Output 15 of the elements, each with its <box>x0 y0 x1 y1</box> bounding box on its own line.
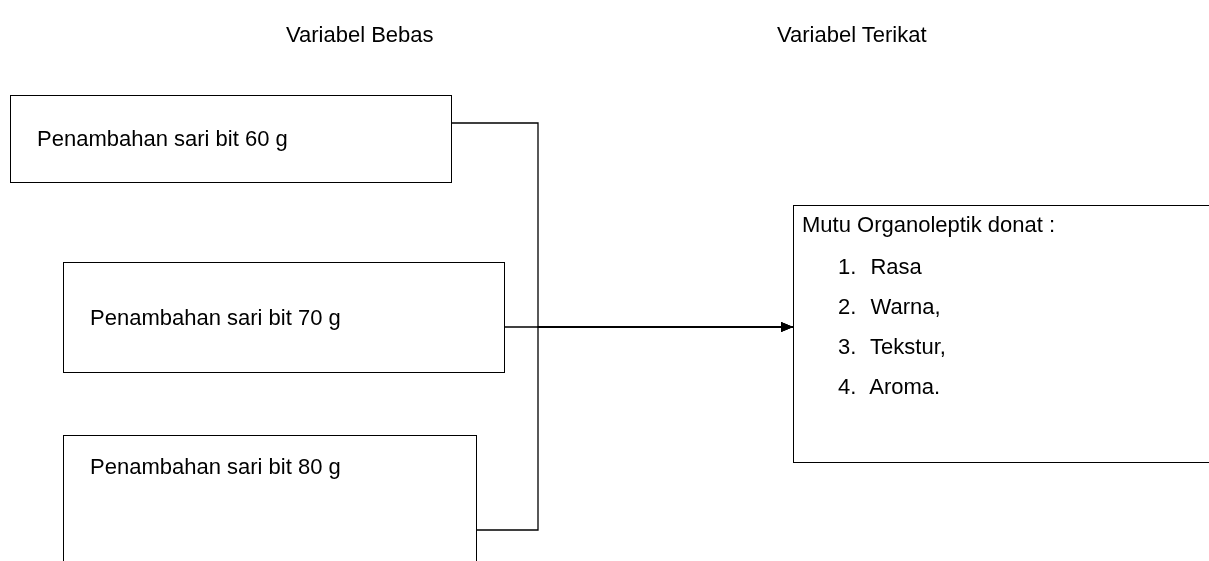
connector-arrow <box>476 322 794 531</box>
box-heading: Mutu Organoleptik donat : <box>802 212 1056 238</box>
box-label: Penambahan sari bit 60 g <box>37 126 288 152</box>
box-label: Penambahan sari bit 80 g <box>90 454 341 480</box>
box-label: Penambahan sari bit 70 g <box>90 304 341 331</box>
list-item: 1. Rasa <box>838 254 923 280</box>
process-box <box>10 95 452 183</box>
list-item: 4. Aroma. <box>838 374 942 400</box>
process-box <box>63 262 505 373</box>
list-item: 2. Warna, <box>838 294 942 320</box>
output-box <box>793 205 1209 463</box>
process-box <box>63 435 477 561</box>
list-item: 3. Tekstur, <box>838 334 946 360</box>
column-heading: Variabel Terikat <box>777 22 927 48</box>
column-heading: Variabel Bebas <box>286 22 434 48</box>
